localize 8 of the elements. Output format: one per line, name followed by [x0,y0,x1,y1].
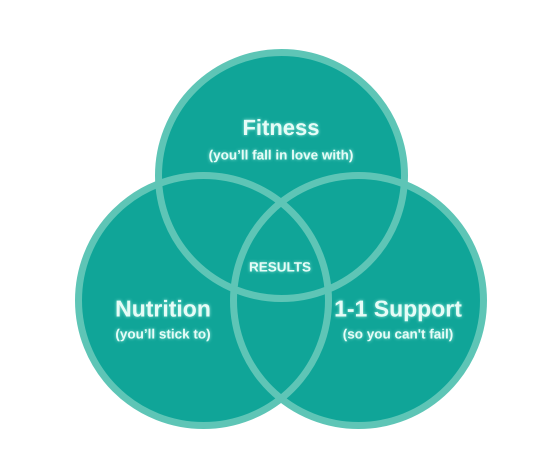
circle-title: Fitness [242,116,320,140]
venn-circle [230,172,486,428]
center-label: RESULTS [249,260,311,276]
circle-subtitle: (you’ll stick to) [115,328,211,342]
circle-title: 1-1 Support [334,296,462,322]
circle-subtitle: (so you can't fail) [342,328,454,342]
circle-subtitle: (you’ll fall in love with) [208,148,354,164]
circle-title: Nutrition [115,296,211,322]
